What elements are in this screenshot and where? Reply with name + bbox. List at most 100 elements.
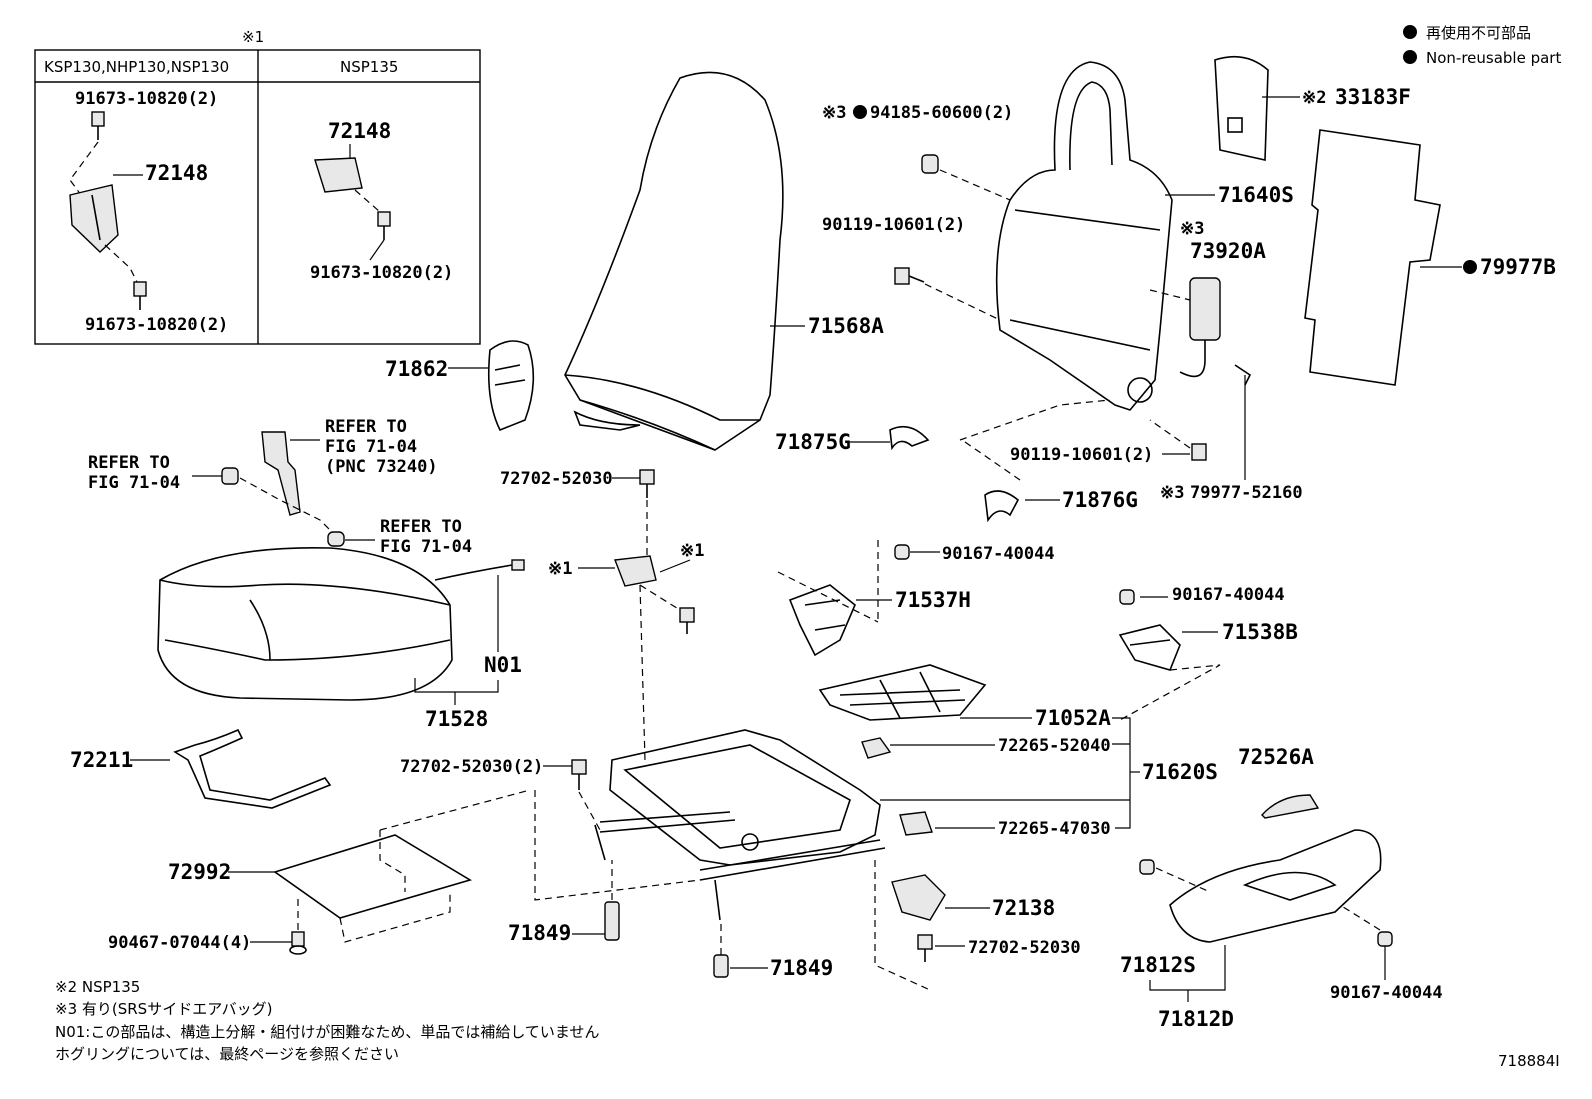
clip-90467: 90467-07044(4) (108, 895, 307, 955)
part-label: 71812D (1158, 1007, 1234, 1031)
bolt-icon (91, 111, 105, 140)
part-label: 72702-52030 (500, 469, 613, 489)
refer-text: (PNC 73240) (325, 457, 438, 477)
part-label: 73920A (1190, 239, 1266, 263)
refer-text: REFER TO (88, 453, 170, 473)
group-71620S: 71620S (880, 717, 1218, 829)
part-label: 90119-10601(2) (1010, 445, 1153, 465)
side-cover-71812: 90167-40044 71812S 71812D (1120, 829, 1443, 1031)
bolt-90119-b: 90119-10601(2) (1010, 419, 1207, 465)
bolt-72702-top: 72702-52030 (500, 469, 655, 560)
pad-79977B: 79977B (1304, 129, 1556, 386)
inset-col1-header: KSP130,NHP130,NSP130 (44, 58, 229, 76)
part-label: 72211 (70, 748, 133, 772)
refer-text: FIG 71-04 (380, 537, 472, 557)
harness-79977-52160: ※3 79977-52160 (1160, 364, 1303, 503)
part-label: 94185-60600(2) (870, 103, 1013, 123)
bracket-icon (314, 157, 363, 193)
wire-72211: 72211 (70, 728, 332, 809)
inset-mark: ※1 (242, 28, 264, 46)
refer-text: REFER TO (380, 517, 462, 537)
part-label: 72526A (1238, 745, 1314, 769)
refer-text: REFER TO (325, 417, 407, 437)
part-label: 72702-52030 (968, 938, 1081, 958)
footnote: ※3 有り(SRSサイドエアバッグ) (55, 1000, 272, 1018)
part-label: 71849 (770, 956, 833, 980)
pin-71849-a: 71849 (508, 860, 620, 945)
inset-label: 72148 (328, 119, 391, 143)
inset-label: 72148 (145, 161, 208, 185)
inset-label: 91673-10820(2) (75, 89, 218, 109)
part-label: 71052A (1035, 706, 1111, 730)
inset-label: 91673-10820(2) (310, 263, 453, 283)
inset-col2-header: NSP135 (340, 58, 398, 76)
part-label: 71812S (1120, 953, 1196, 977)
pin-71849-b: 71849 (713, 920, 833, 980)
refer-nut: REFER TO FIG 71-04 (88, 453, 336, 536)
inset-label: 91673-10820(2) (85, 315, 228, 335)
inset-table: ※1 KSP130,NHP130,NSP130 NSP135 91673-108… (34, 28, 481, 345)
legend-en: Non-reusable part (1426, 49, 1561, 67)
part-label: 71537H (895, 588, 971, 612)
cover-71538B: 71538B (1118, 620, 1298, 721)
airbag-73920A: ※3 73920A (1149, 219, 1266, 378)
clip-72265-52040: 72265-52040 (861, 736, 1111, 759)
bolt-72702-bottom: 72702-52030 (874, 860, 1081, 991)
non-reusable-dot-icon (1463, 260, 1477, 274)
screw-90167-b: 90167-40044 (1119, 585, 1285, 605)
bolt-icon (133, 281, 147, 310)
refer-text: FIG 71-04 (88, 473, 180, 493)
refer-text: FIG 71-04 (325, 437, 417, 457)
part-label: 71620S (1142, 760, 1218, 784)
seat-cushion: 71528 (157, 546, 499, 731)
part-label: 90119-10601(2) (822, 215, 965, 235)
nut-94185: ※3 94185-60600(2) (822, 103, 1013, 201)
plate-72992: 72992 (168, 789, 531, 943)
non-reusable-dot-icon (853, 105, 867, 119)
part-mark: ※1 (680, 541, 704, 561)
footnotes: ※2 NSP135 ※3 有り(SRSサイドエアバッグ) N01:この部品は、構… (55, 978, 599, 1063)
knob-72526A: 72526A (1238, 745, 1320, 819)
part-label: 90167-40044 (942, 544, 1055, 564)
part-label: 71538B (1222, 620, 1298, 644)
part-label: 90467-07044(4) (108, 933, 251, 953)
side-cover-71862: 71862 (385, 340, 535, 432)
legend-ja: 再使用不可部品 (1426, 24, 1531, 42)
part-label: 71568A (808, 314, 884, 338)
cover-71537H: 71537H (777, 571, 971, 657)
part-mark: ※3 (822, 103, 846, 123)
part-label: 72702-52030(2) (400, 757, 543, 777)
part-label: 72265-52040 (998, 736, 1111, 756)
part-label: 33183F (1335, 85, 1411, 109)
seat-cushion-frame (594, 729, 886, 921)
part-mark: ※3 (1180, 219, 1204, 239)
part-mark: ※2 (1302, 88, 1326, 108)
bolt-90119-a: 90119-10601(2) (822, 215, 1001, 321)
non-reusable-dot-icon (1403, 25, 1417, 39)
seat-back-frame: 71640S (995, 61, 1294, 411)
part-label: 71862 (385, 357, 448, 381)
part-label: 90167-40044 (1330, 983, 1443, 1003)
refer-washer: REFER TO FIG 71-04 (327, 517, 472, 557)
bolt-72702-pair: 72702-52030(2) (400, 757, 701, 901)
clip-71876G: 71876G (964, 441, 1138, 523)
part-label: 72992 (168, 860, 231, 884)
bracket-center: ※1 ※1 (548, 541, 704, 761)
part-label: N01 (484, 653, 522, 677)
part-label: 72138 (992, 896, 1055, 920)
non-reusable-dot-icon (1403, 50, 1417, 64)
part-label: 71876G (1062, 488, 1138, 512)
footnote: ホグリングについては、最終ページを参照ください (55, 1045, 399, 1063)
cover-72138: 72138 (891, 874, 1055, 921)
clip-71875G: 71875G (775, 399, 1111, 454)
part-mark: ※1 (548, 559, 572, 579)
part-label: 79977-52160 (1190, 483, 1303, 503)
part-label: 71849 (508, 921, 571, 945)
wire-N01: N01 (434, 559, 525, 677)
part-label: 71640S (1218, 183, 1294, 207)
bolt-icon (377, 211, 391, 240)
refer-buckle: REFER TO FIG 71-04 (PNC 73240) (261, 417, 438, 516)
clip-72265-47030: 72265-47030 (899, 811, 1111, 839)
bracket-icon (69, 184, 119, 253)
